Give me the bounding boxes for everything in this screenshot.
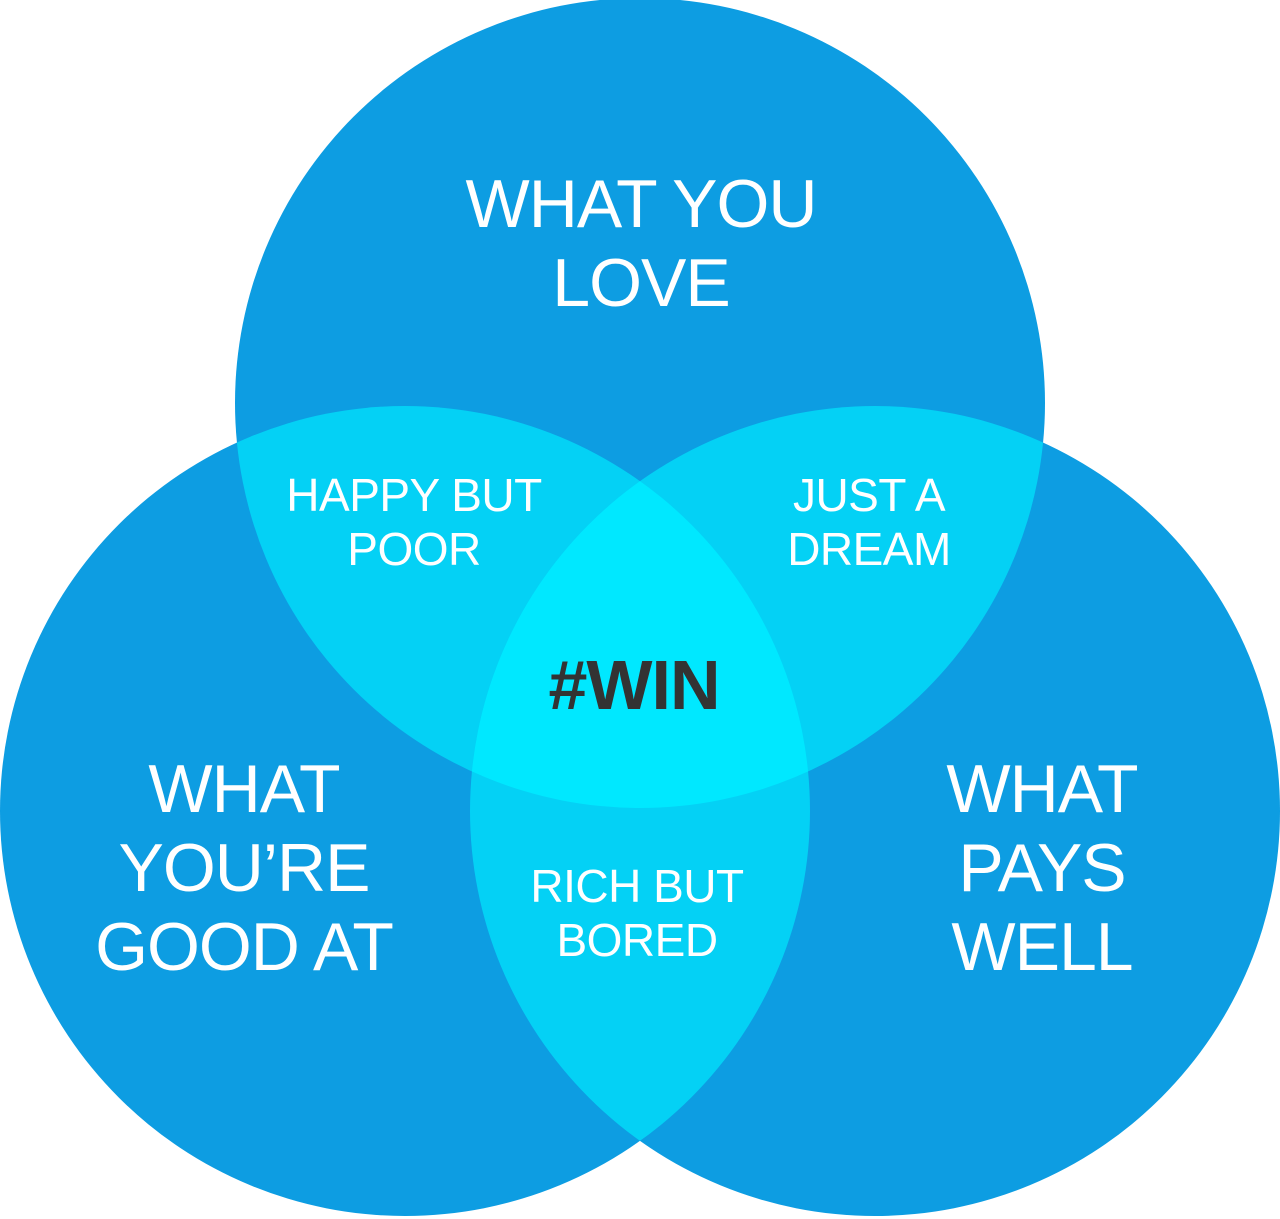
label-just-a-dream-line-2: DREAM: [787, 523, 951, 575]
label-rich-but-bored-line-2: BORED: [556, 914, 717, 966]
label-what-you-love-line-2: LOVE: [552, 245, 729, 321]
label-win: #WIN: [549, 646, 720, 724]
overlap-center: [470, 406, 810, 808]
label-happy-but-poor-line-1: HAPPY BUT: [286, 469, 542, 521]
label-what-pays-well-line-1: WHAT: [946, 751, 1137, 827]
label-what-you-love-line-1: WHAT YOU: [466, 166, 817, 242]
label-just-a-dream-line-1: JUST A: [793, 469, 946, 521]
label-win-line-1: #WIN: [549, 646, 720, 724]
label-what-pays-well-line-3: WELL: [951, 909, 1132, 985]
label-happy-but-poor-line-2: POOR: [347, 523, 480, 575]
label-rich-but-bored-line-1: RICH BUT: [530, 860, 744, 912]
label-what-youre-good-at-line-2: YOU’RE: [119, 830, 370, 906]
label-what-youre-good-at-line-3: GOOD AT: [95, 909, 393, 985]
label-what-pays-well-line-2: PAYS: [958, 830, 1125, 906]
label-what-youre-good-at-line-1: WHAT: [148, 751, 339, 827]
